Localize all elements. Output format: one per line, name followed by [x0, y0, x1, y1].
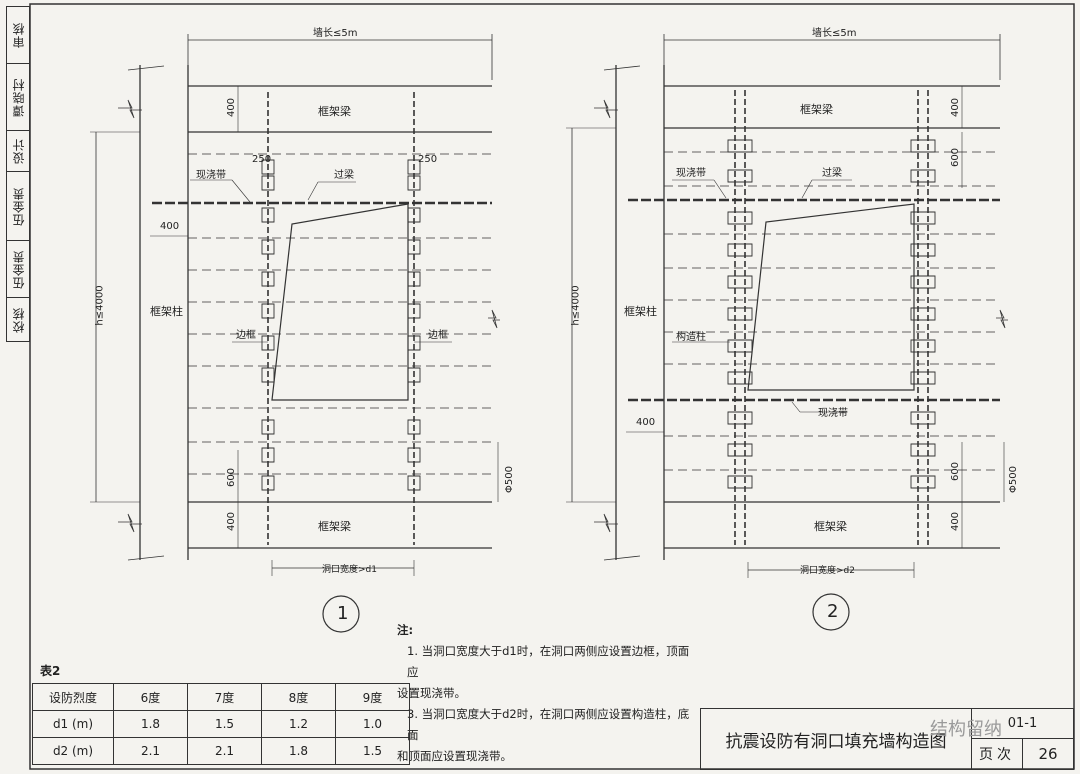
fig1-opening-width: 洞口宽度>d1: [322, 565, 377, 575]
page-number: 26: [1038, 745, 1058, 763]
table-header-cell: 8度: [261, 683, 336, 711]
fig1-lintel: 过梁: [334, 170, 354, 181]
table-header-cell: 设防烈度: [32, 683, 114, 711]
sidebar-cell: 谭晓村: [7, 64, 29, 131]
notes-line: 设置现浇带。: [397, 686, 466, 700]
notes-line: 和顶面应设置现浇带。: [397, 749, 512, 763]
page-label: 页次: [972, 739, 1023, 769]
notes: 注: 1. 当洞口宽度大于d1时，在洞口两侧应设置边框，顶面应 设置现浇带。 3…: [397, 620, 697, 767]
notes-line: 3. 当洞口宽度大于d2时，在洞口两侧应设置构造柱，底面: [407, 707, 690, 742]
table-cell: 2.1: [113, 737, 188, 765]
table-row: d1 (m) 1.8 1.5 1.2 1.0: [32, 710, 410, 738]
fig2-dim-500: Φ500: [1007, 466, 1019, 493]
fig2-dim-600-top: 600: [950, 147, 962, 168]
fig1-side-frame-right: 边框: [428, 330, 448, 341]
table-cell: 1.5: [335, 737, 410, 765]
fig2-dim-400-bottom: 400: [950, 511, 962, 532]
table-cell: d2 (m): [32, 737, 114, 765]
sidebar-cell: 设计: [7, 131, 29, 172]
sidebar-text: 谭晓村: [11, 77, 26, 117]
fig2-number: 2: [827, 601, 839, 622]
fig1-frame-beam-top: 框架梁: [318, 105, 351, 118]
fig1-frame-beam-bottom: 框架梁: [318, 520, 351, 533]
fig1-dim-600: 600: [226, 467, 238, 488]
fig1-dim-250-right: 250: [418, 154, 438, 165]
sidebar-cell: 校核: [7, 298, 29, 342]
sidebar-text: 校核: [11, 307, 26, 333]
table-header-cell: 9度: [335, 683, 410, 711]
fig2-cast-band-top: 现浇带: [676, 168, 706, 179]
fig1-dim-400-bottom: 400: [226, 511, 238, 532]
fig1-dim-250: 250: [252, 154, 272, 165]
sidebar-text: 审核: [11, 22, 26, 48]
sidebar-cell: 伍金贵: [7, 172, 29, 241]
fig2-frame-column: 框架柱: [624, 305, 657, 318]
figure-1-drawing: [90, 34, 500, 633]
sidebar-cell: 审核: [7, 7, 29, 64]
fig2-dim-400-left: 400: [636, 417, 656, 428]
table-cell: 1.2: [261, 710, 336, 738]
notes-line: 1. 当洞口宽度大于d1时，在洞口两侧应设置边框，顶面应: [407, 644, 690, 679]
fig2-wall-length: 墙长≤5m: [812, 28, 857, 39]
sidebar-text: 设计: [11, 138, 26, 164]
fig2-dim-400-top: 400: [950, 97, 962, 118]
fig1-dim-400-left: 400: [160, 221, 180, 232]
figure-2-drawing: [566, 34, 1008, 631]
table-header-row: 设防烈度 6度 7度 8度 9度: [32, 683, 410, 711]
fig1-cast-band: 现浇带: [196, 170, 226, 181]
table-header-cell: 6度: [113, 683, 188, 711]
table-cell: 2.1: [187, 737, 262, 765]
fig2-frame-beam-bottom: 框架梁: [814, 520, 847, 533]
drawing-title: 抗震设防有洞口填充墙构造图: [701, 709, 972, 769]
sidebar-text: 伍金贵: [11, 249, 26, 289]
fig2-height: h≤4000: [570, 285, 582, 326]
table-header-cell: 7度: [187, 683, 262, 711]
fig1-wall-length: 墙长≤5m: [313, 28, 358, 39]
notes-title: 注:: [397, 623, 414, 637]
sidebar-text: 伍金贵: [11, 186, 26, 226]
fig1-dim-500: Φ500: [503, 466, 515, 493]
table-cell: 1.0: [335, 710, 410, 738]
table-caption: 表2: [40, 664, 61, 678]
fig1-side-frame-left: 边框: [236, 330, 256, 341]
fig2-dim-600: 600: [950, 461, 962, 482]
fig2-lintel: 过梁: [822, 168, 842, 179]
fig1-number: 1: [337, 603, 349, 624]
seismic-table: 设防烈度 6度 7度 8度 9度 d1 (m) 1.8 1.5 1.2 1.0 …: [32, 683, 410, 765]
table-cell: 1.8: [113, 710, 188, 738]
drawing-code: 01-1: [972, 709, 1073, 739]
fig1-frame-column: 框架柱: [150, 305, 183, 318]
fig2-frame-beam-top: 框架梁: [800, 103, 833, 116]
watermark-text: 结构留纳: [930, 719, 1002, 740]
fig2-opening-width: 洞口宽度>d2: [800, 566, 855, 576]
fig2-structural-column: 构造柱: [676, 332, 706, 343]
table-row: d2 (m) 2.1 2.1 1.8 1.5: [32, 737, 410, 765]
table-cell: 1.8: [261, 737, 336, 765]
table-cell: 1.5: [187, 710, 262, 738]
table-cell: d1 (m): [32, 710, 114, 738]
fig1-dim-400-top: 400: [226, 97, 238, 118]
fig1-height: h≤4000: [94, 285, 106, 326]
title-block: 抗震设防有洞口填充墙构造图 01-1 页次 26: [700, 708, 1074, 770]
fig2-cast-band-bottom: 现浇带: [818, 408, 848, 419]
signature-strip: 审核 谭晓村 设计 伍金贵 伍金贵 校核: [6, 6, 30, 342]
sidebar-cell: 伍金贵: [7, 241, 29, 298]
